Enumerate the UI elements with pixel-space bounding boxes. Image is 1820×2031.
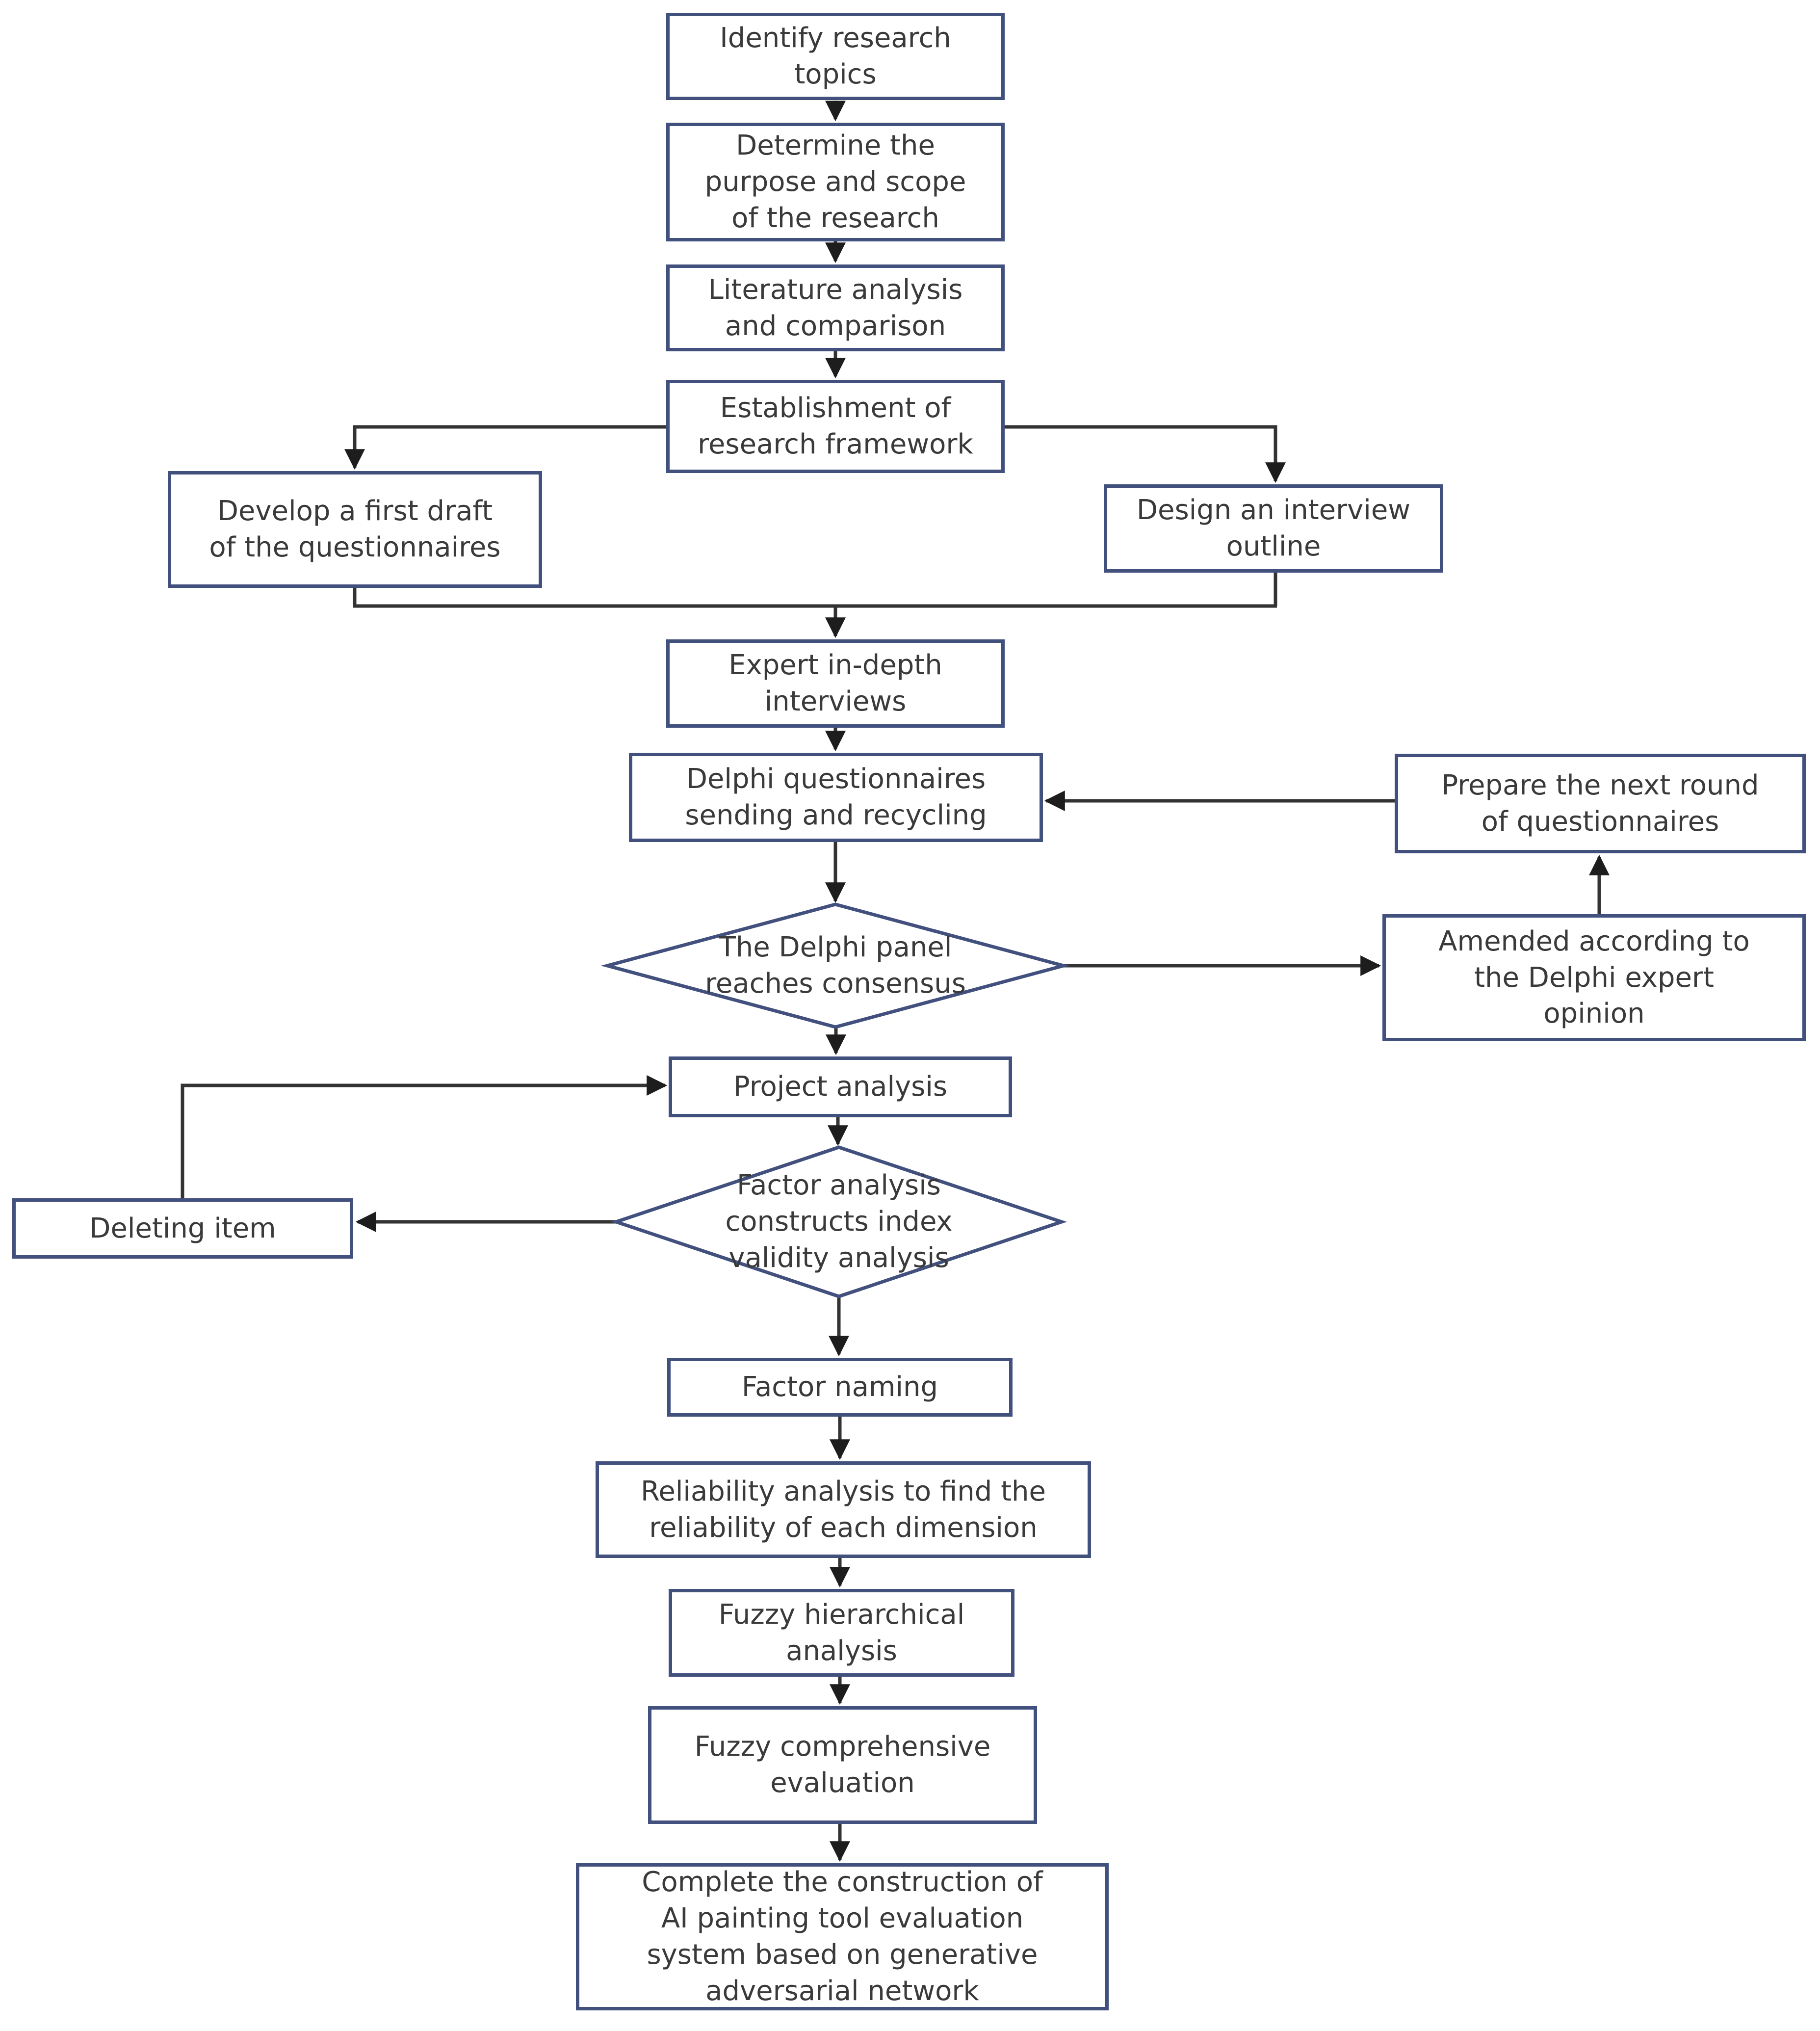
node-label: Determine the purpose and scope of the r… bbox=[704, 130, 966, 234]
node-determine-purpose-scope: Determine the purpose and scope of the r… bbox=[666, 123, 1005, 241]
edge-establishment-to-develop-draft bbox=[344, 425, 666, 470]
node-complete-construction: Complete the construction of AI painting… bbox=[576, 1863, 1109, 2010]
node-label: Delphi questionnaires sending and recycl… bbox=[685, 763, 987, 831]
decision-factor-validity-shape bbox=[610, 1145, 1067, 1298]
node-literature-analysis: Literature analysis and comparison bbox=[666, 264, 1005, 351]
node-label: Project analysis bbox=[733, 1071, 948, 1103]
node-expert-in-depth-interviews: Expert in-depth interviews bbox=[666, 639, 1005, 728]
node-label: Deleting item bbox=[89, 1212, 276, 1244]
node-label: Prepare the next round of questionnaires bbox=[1441, 769, 1759, 838]
edge-deleting-item-to-project-analysis bbox=[181, 1075, 668, 1198]
node-amended-delphi-opinion: Amended according to the Delphi expert o… bbox=[1382, 914, 1806, 1041]
node-deleting-item: Deleting item bbox=[12, 1198, 353, 1259]
node-label: Establishment of research framework bbox=[698, 392, 973, 460]
node-label: Reliability analysis to find the reliabi… bbox=[641, 1475, 1046, 1544]
node-project-analysis: Project analysis bbox=[669, 1056, 1012, 1117]
node-label: Design an interview outline bbox=[1136, 494, 1411, 562]
node-label: Identify research topics bbox=[720, 22, 951, 90]
edge-establishment-to-design-interview bbox=[1005, 425, 1286, 483]
node-fuzzy-comprehensive-evaluation: Fuzzy comprehensive evaluation bbox=[648, 1706, 1037, 1824]
decision-factor-validity-label: Factor analysis constructs index validit… bbox=[692, 1164, 986, 1280]
node-establishment-framework: Establishment of research framework bbox=[666, 380, 1005, 473]
node-delphi-questionnaires: Delphi questionnaires sending and recycl… bbox=[629, 753, 1043, 842]
node-label: Factor naming bbox=[741, 1371, 938, 1403]
node-label: Literature analysis and comparison bbox=[708, 273, 963, 342]
node-label: Expert in-depth interviews bbox=[728, 649, 942, 717]
node-label: Complete the construction of AI painting… bbox=[642, 1866, 1043, 2007]
decision-consensus-label: The Delphi panel reaches consensus bbox=[688, 923, 983, 1009]
node-prepare-next-round: Prepare the next round of questionnaires bbox=[1395, 754, 1806, 853]
node-factor-naming: Factor naming bbox=[667, 1358, 1013, 1417]
node-develop-first-draft: Develop a first draft of the questionnai… bbox=[168, 471, 542, 588]
node-label: The Delphi panel reaches consensus bbox=[705, 931, 966, 1000]
node-label: Amended according to the Delphi expert o… bbox=[1438, 925, 1750, 1030]
decision-consensus-shape bbox=[600, 902, 1070, 1029]
node-label: Develop a first draft of the questionnai… bbox=[209, 495, 501, 563]
node-identify-research-topics: Identify research topics bbox=[666, 13, 1005, 100]
node-label: Factor analysis constructs index validit… bbox=[725, 1169, 953, 1274]
node-reliability-analysis: Reliability analysis to find the reliabi… bbox=[596, 1461, 1091, 1558]
node-design-interview-outline: Design an interview outline bbox=[1104, 484, 1443, 573]
node-label: Fuzzy hierarchical analysis bbox=[718, 1598, 965, 1667]
node-label: Fuzzy comprehensive evaluation bbox=[694, 1731, 991, 1799]
node-fuzzy-hierarchical-analysis: Fuzzy hierarchical analysis bbox=[669, 1589, 1014, 1677]
